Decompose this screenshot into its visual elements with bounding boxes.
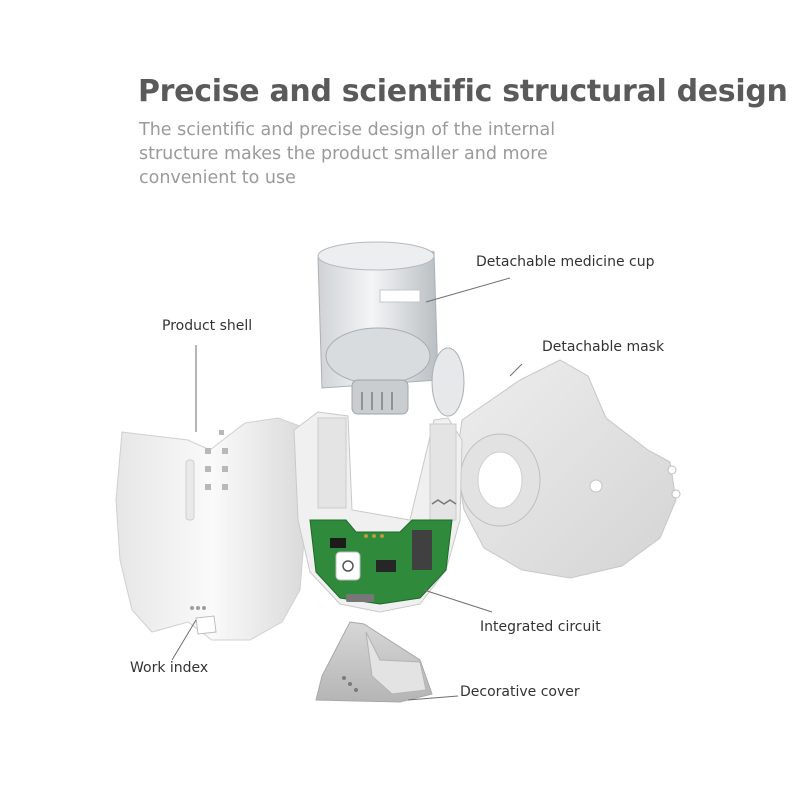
page-description: The scientific and precise design of the… (139, 120, 556, 188)
callout-product-shell: Product shell (162, 318, 253, 334)
callout-work-index: Work index (130, 660, 209, 676)
medicine-cup-part (317, 241, 465, 417)
callout-mask: Detachable mask (542, 339, 665, 355)
callout-medicine-cup: Detachable medicine cup (476, 254, 655, 270)
product-shell-part (115, 417, 309, 641)
decorative-cover-part (315, 621, 433, 703)
mask-part (455, 359, 681, 579)
circuit-housing-part (293, 411, 463, 613)
page-title: Precise and scientific structural design (138, 74, 788, 109)
callout-integrated-circuit: Integrated circuit (480, 619, 601, 635)
leader-lines (171, 277, 523, 701)
callout-decorative-cover: Decorative cover (460, 684, 580, 700)
